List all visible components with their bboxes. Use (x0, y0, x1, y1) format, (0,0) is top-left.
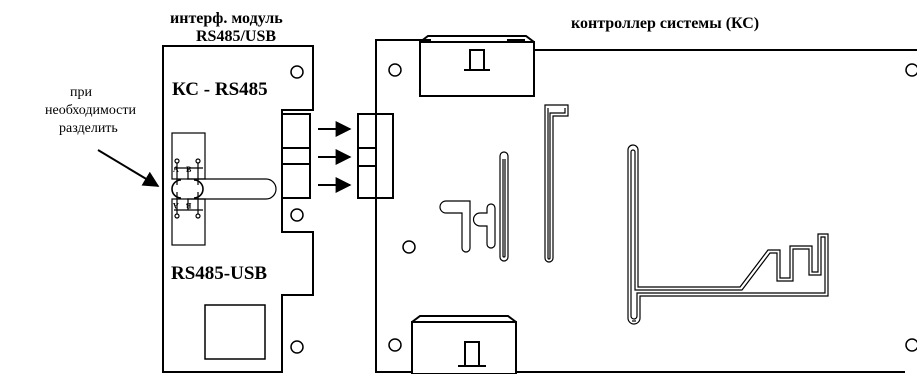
module-outline (162, 45, 314, 373)
interface-module-board (162, 45, 314, 373)
jumper-loops (171, 179, 204, 199)
controller-traces (439, 104, 829, 325)
mount-hole-bottom (290, 340, 304, 354)
module-connector (282, 113, 311, 199)
controller-hole-bottom-left (388, 338, 402, 352)
note-line2: необходимости (45, 103, 137, 118)
mount-hole-mid (290, 208, 304, 222)
module-label-top: КС - RS485 (172, 79, 268, 100)
top-header-connector (419, 35, 535, 97)
mount-hole-top (290, 65, 304, 79)
controller-hole-bottom-right (905, 338, 917, 352)
jumper-pin-a-bottom: A (173, 201, 179, 210)
note-pointer-arrow (97, 149, 160, 187)
jumper-pin-a-top: A (173, 165, 179, 174)
separation-slot (187, 178, 277, 200)
note-line3: разделить (59, 121, 118, 136)
controller-title: контроллер системы (КС) (571, 15, 760, 32)
bottom-header-connector (411, 315, 517, 374)
controller-hole-top-left (388, 63, 402, 77)
controller-hole-mid-left (402, 240, 416, 254)
module-label-bottom: RS485-USB (171, 263, 268, 284)
jumper-block-bottom (171, 192, 206, 246)
usb-connector (204, 304, 266, 360)
jumper-pin-b-top: B (186, 165, 192, 174)
controller-hole-top-right (905, 63, 917, 77)
jumper-pin-b-bottom: B (186, 201, 192, 210)
connection-arrows (318, 121, 352, 193)
module-title-line2: RS485/USB (196, 28, 277, 45)
module-title-line1: интерф. модуль (170, 10, 283, 27)
jumper-block-top (171, 132, 206, 185)
note-line1: при (70, 85, 92, 100)
